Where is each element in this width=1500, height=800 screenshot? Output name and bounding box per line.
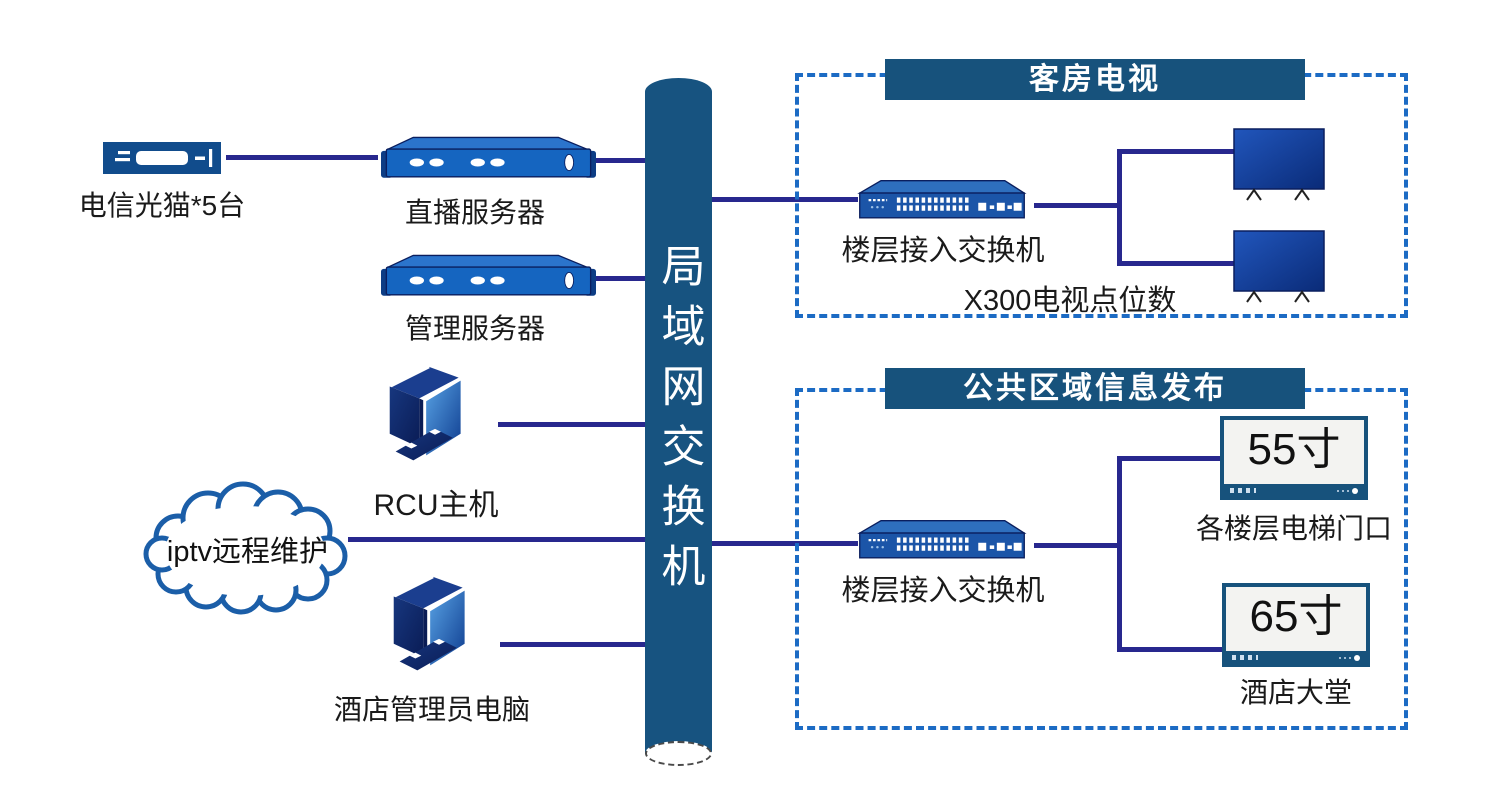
core-switch-pillar bbox=[645, 78, 712, 754]
admin-pc-icon bbox=[376, 570, 504, 688]
tv-2-icon bbox=[1233, 230, 1325, 304]
branch1-to-tv2 bbox=[1120, 261, 1235, 266]
live-server-label: 直播服务器 bbox=[404, 197, 545, 228]
branch2-to-screen55 bbox=[1120, 456, 1222, 461]
room-tv-zone-title: 客房电视 bbox=[885, 59, 1305, 100]
link-switch2-to-branch bbox=[1034, 543, 1120, 548]
signage-55-size: 55寸 bbox=[1247, 425, 1341, 474]
modem-label: 电信光猫*5台 bbox=[78, 190, 246, 221]
signage-65-size: 65寸 bbox=[1249, 592, 1343, 641]
bezel-logo-marks bbox=[1232, 655, 1258, 660]
bezel-indicator-dots bbox=[1339, 654, 1360, 661]
rcu-label: RCU主机 bbox=[373, 489, 499, 522]
signage-65-bezel bbox=[1225, 651, 1367, 664]
mgmt-server-label: 管理服务器 bbox=[404, 313, 545, 344]
cloud-label: iptv远程维护 bbox=[166, 536, 329, 568]
link-admin-pc-to-core bbox=[500, 642, 647, 647]
branch1-vertical bbox=[1117, 149, 1122, 266]
link-cloud-to-core bbox=[348, 537, 647, 542]
signage-55-bezel bbox=[1223, 484, 1365, 497]
signage-65-display: 65寸 bbox=[1222, 583, 1370, 667]
link-rcu-to-core bbox=[498, 422, 647, 427]
floor-switch-1-label: 楼层接入交换机 bbox=[841, 235, 1045, 267]
pillar-bottom-cap bbox=[645, 741, 712, 766]
signage-55-display: 55寸 bbox=[1220, 416, 1368, 500]
floor-switch-1-icon bbox=[848, 178, 1036, 224]
link-core-to-floor-switch-1 bbox=[710, 197, 858, 202]
optical-modem-icon bbox=[103, 142, 221, 174]
link-mgmt-server-to-core bbox=[592, 276, 647, 281]
floor-switch-2-label: 楼层接入交换机 bbox=[841, 575, 1045, 607]
core-switch-label: 局域网交换机 bbox=[654, 243, 704, 603]
tv-count-note: X300电视点位数 bbox=[963, 285, 1177, 317]
bezel-logo-marks bbox=[1230, 488, 1256, 493]
live-server-icon bbox=[381, 134, 596, 182]
bezel-indicator-dots bbox=[1337, 487, 1358, 494]
signage-55-location: 各楼层电梯门口 bbox=[1195, 513, 1392, 544]
branch2-to-screen65 bbox=[1120, 647, 1224, 652]
tv-1-icon bbox=[1233, 128, 1325, 202]
link-live-server-to-core bbox=[592, 158, 647, 163]
floor-switch-2-icon bbox=[848, 518, 1036, 564]
cloud-icon bbox=[138, 476, 353, 618]
core-switch-label-wrap: 局域网交换机 bbox=[645, 218, 712, 628]
link-core-to-floor-switch-2 bbox=[710, 541, 858, 546]
mgmt-server-icon bbox=[381, 252, 596, 300]
link-switch1-to-branch bbox=[1034, 203, 1120, 208]
admin-pc-label: 酒店管理员电脑 bbox=[333, 694, 530, 725]
link-modem-to-live-server bbox=[226, 155, 378, 160]
public-info-zone-title: 公共区域信息发布 bbox=[885, 368, 1305, 409]
rcu-computer-icon bbox=[372, 360, 500, 478]
branch2-vertical bbox=[1117, 456, 1122, 652]
signage-65-location: 酒店大堂 bbox=[1239, 677, 1352, 708]
branch1-to-tv1 bbox=[1120, 149, 1235, 154]
